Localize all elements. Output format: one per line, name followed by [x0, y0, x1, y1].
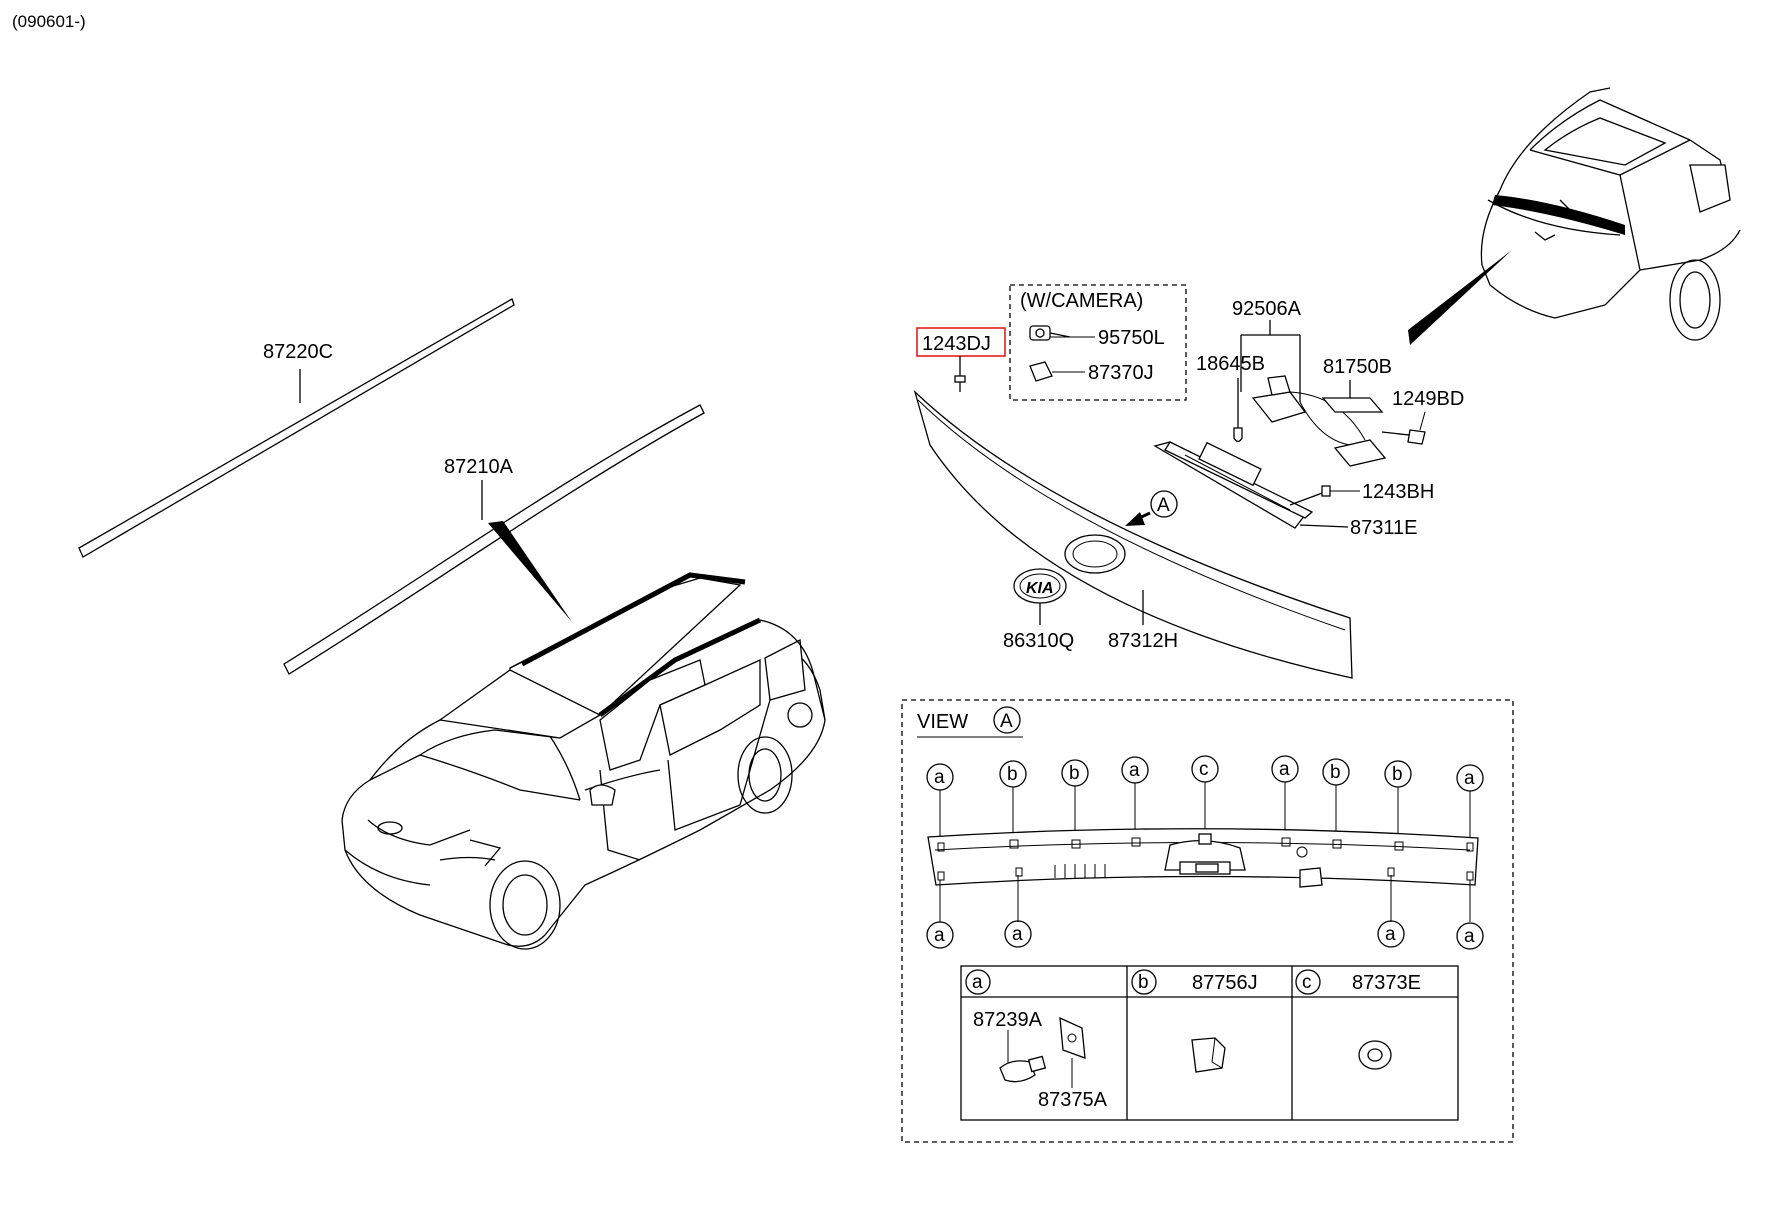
legend-table	[960, 965, 1459, 1121]
tailgate-garnish-87312H	[913, 389, 1353, 679]
label-1243DJ[interactable]: 1243DJ	[922, 333, 991, 355]
screw-1243BH-icon	[1289, 485, 1360, 506]
view-bottom-markers: a a a a	[926, 920, 1484, 950]
label-87311E[interactable]: 87311E	[1350, 517, 1417, 539]
roof-molding-87210A	[283, 404, 705, 675]
label-18645B[interactable]: 18645B	[1196, 353, 1265, 375]
label-86310Q[interactable]: 86310Q	[1003, 630, 1074, 652]
clip-87239A-icon	[999, 1055, 1047, 1083]
marker-c: c	[1199, 759, 1209, 780]
label-87210A[interactable]: 87210A	[444, 456, 514, 478]
view-a-arrow	[1125, 490, 1178, 526]
label-92506A[interactable]: 92506A	[1232, 298, 1302, 320]
marker-a: a	[1012, 924, 1023, 945]
view-a-marker: A	[1157, 495, 1170, 516]
label-1243BH[interactable]: 1243BH	[1362, 481, 1434, 503]
marker-a: a	[1464, 926, 1475, 947]
bracket-87370J-icon	[1029, 361, 1085, 382]
marker-a: a	[934, 925, 945, 946]
marker-b: b	[1392, 764, 1403, 785]
car-front-view	[341, 572, 826, 950]
handle-87311E	[1153, 441, 1314, 529]
view-a-title: VIEW	[917, 711, 968, 733]
label-87370J[interactable]: 87370J	[1088, 362, 1154, 384]
view-a-title-marker: A	[1000, 711, 1013, 732]
legend-c-part[interactable]: 87373E	[1352, 972, 1421, 994]
leader-92506A	[1240, 320, 1301, 402]
legend-a-part-87375A[interactable]: 87375A	[1038, 1089, 1108, 1111]
grommet-87373E-icon	[1358, 1040, 1392, 1070]
roof-pointer-arrow	[488, 521, 572, 622]
marker-a: a	[934, 767, 945, 788]
label-95750L[interactable]: 95750L	[1098, 327, 1165, 349]
view-a-box	[901, 699, 1514, 1143]
legend-c-letter: c	[1302, 972, 1312, 993]
license-lamp-assembly	[1233, 375, 1426, 467]
garnish-back-view	[927, 828, 1479, 888]
rear-pointer-arrow	[1408, 250, 1512, 345]
marker-b: b	[1330, 762, 1341, 783]
clip-87756J-icon	[1191, 1037, 1226, 1073]
highlight-box-1243DJ	[916, 327, 1006, 357]
legend-a-letter: a	[972, 972, 983, 993]
camera-box-title: (W/CAMERA)	[1020, 290, 1143, 312]
pad-87375A-icon	[1059, 1016, 1086, 1059]
marker-b: b	[1007, 764, 1018, 785]
legend-b-letter: b	[1138, 972, 1149, 993]
car-rear-view	[1480, 87, 1741, 341]
badge-text: KIA	[1026, 580, 1054, 597]
screw-1243DJ-icon	[954, 356, 966, 392]
label-81750B[interactable]: 81750B	[1323, 356, 1392, 378]
kia-badge-86310Q: KIA	[1013, 568, 1067, 604]
marker-a: a	[1129, 760, 1140, 781]
header-code: (090601-)	[12, 12, 86, 31]
camera-95750L-icon	[1029, 325, 1095, 341]
marker-a: a	[1279, 759, 1290, 780]
legend-a-part-87239A[interactable]: 87239A	[973, 1009, 1043, 1031]
marker-a: a	[1385, 924, 1396, 945]
camera-option-box	[1009, 284, 1187, 401]
marker-a: a	[1464, 768, 1475, 789]
label-1249BD[interactable]: 1249BD	[1392, 388, 1464, 410]
roof-molding-87220C	[78, 298, 515, 558]
label-87312H[interactable]: 87312H	[1108, 630, 1178, 652]
legend-b-part[interactable]: 87756J	[1192, 972, 1258, 994]
label-87220C[interactable]: 87220C	[263, 341, 333, 363]
marker-b: b	[1069, 763, 1080, 784]
